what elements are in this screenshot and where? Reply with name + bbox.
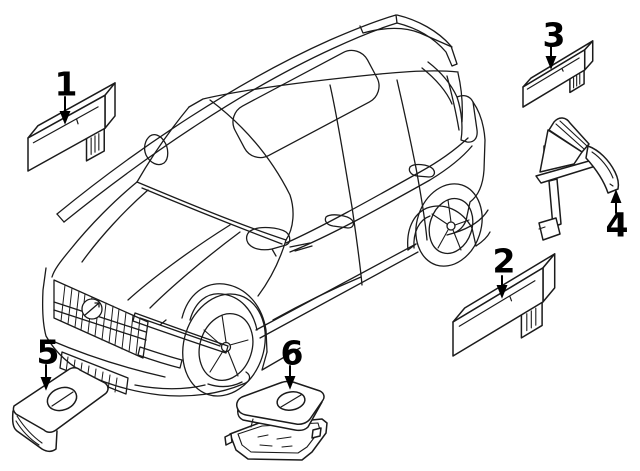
callout-label-3[interactable]: 3 (542, 15, 566, 55)
callout-label-4[interactable]: 4 (605, 205, 629, 245)
callout-arrow-1 (59, 96, 71, 125)
lower-grille (59, 351, 129, 395)
rear-wheel-arch (407, 205, 477, 251)
belt-line (285, 137, 469, 244)
roof-rail-outer (56, 14, 397, 215)
grille (53, 279, 149, 359)
front-door-handle (324, 214, 355, 229)
part-6-remote-key-cover-set (224, 380, 328, 461)
part-5-remote-key (11, 367, 109, 452)
front-rim (198, 313, 254, 381)
side-mirror (245, 226, 291, 257)
front-tire (182, 293, 266, 397)
headlight (132, 312, 229, 354)
front-wheel-arch (181, 283, 268, 353)
far-side-mirror (143, 134, 169, 166)
callout-label-6[interactable]: 6 (280, 333, 304, 373)
callout-label-1[interactable]: 1 (54, 64, 78, 104)
callout-arrow-6 (284, 365, 296, 390)
hood (51, 181, 138, 278)
roof-rail-inner (63, 22, 398, 223)
cowl (136, 181, 287, 245)
part-4-mounting-bracket (535, 117, 620, 241)
callout-label-5[interactable]: 5 (36, 332, 60, 372)
a-pillar (209, 99, 294, 241)
rear-rim (428, 197, 474, 255)
callout-arrow-3 (545, 46, 557, 70)
callout-arrow-5 (40, 364, 52, 391)
callout-arrow-4 (610, 189, 622, 214)
rear-tire (415, 183, 483, 267)
car-illustration (41, 14, 491, 397)
c-pillar (396, 79, 417, 169)
callout-arrow-2 (496, 275, 508, 299)
rocker-panel (255, 243, 419, 371)
callout-label-2[interactable]: 2 (492, 241, 516, 281)
b-pillar (329, 84, 353, 208)
d-pillar (446, 72, 464, 131)
fog-vent (137, 346, 183, 369)
sunroof (232, 49, 380, 159)
rear-door-handle (408, 163, 436, 178)
